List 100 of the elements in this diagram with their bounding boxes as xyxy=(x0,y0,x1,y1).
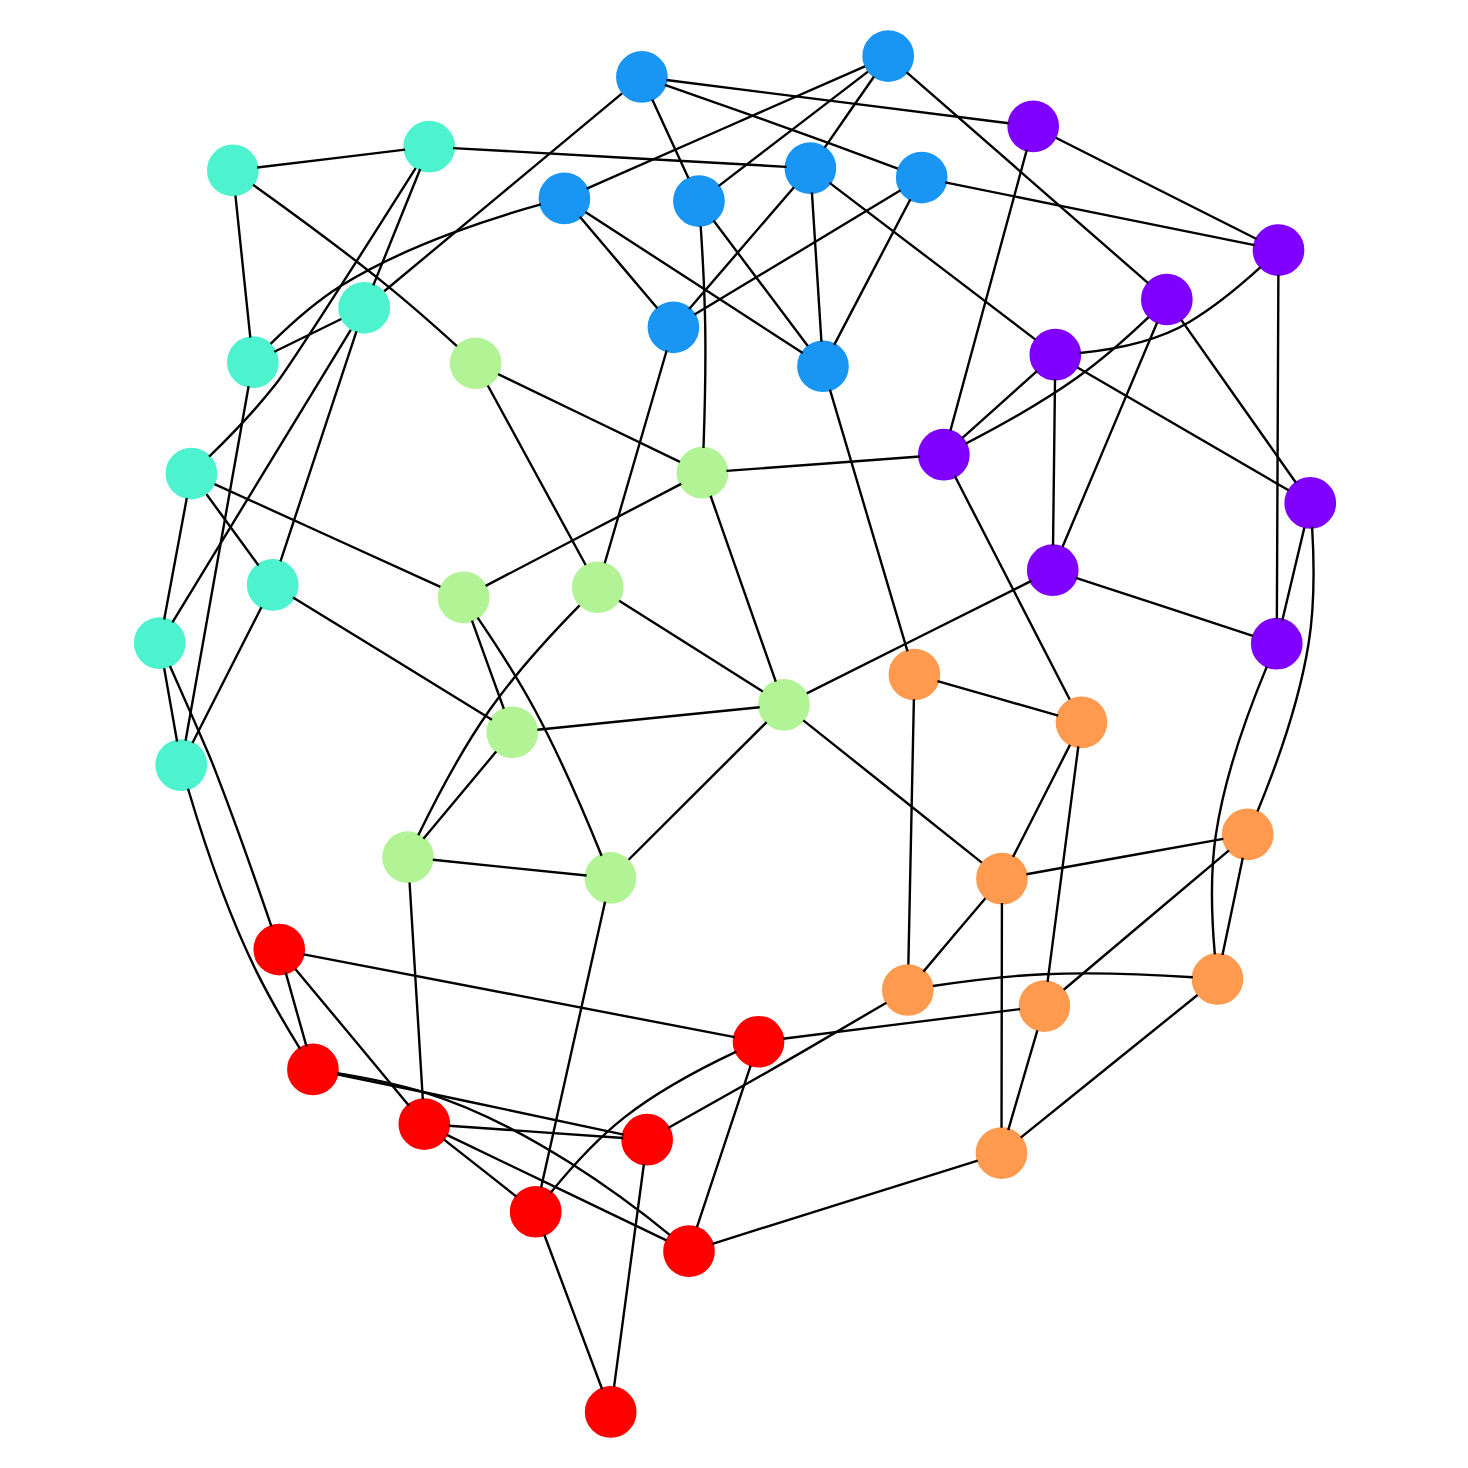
connector xyxy=(421,750,497,840)
node-circle xyxy=(583,852,636,904)
connector xyxy=(170,329,351,623)
node-circle xyxy=(974,1127,1027,1179)
node-circle xyxy=(226,336,278,388)
connector xyxy=(1050,379,1056,546)
connector xyxy=(832,198,911,346)
node-circle xyxy=(1054,696,1107,749)
node-circle xyxy=(508,1185,561,1238)
node-circle xyxy=(1006,100,1059,153)
node-circle xyxy=(154,739,207,791)
connector xyxy=(162,668,178,742)
node-circle xyxy=(1017,980,1070,1032)
connector xyxy=(805,579,1031,695)
connector xyxy=(335,1071,670,1237)
connector xyxy=(416,604,580,836)
connector xyxy=(162,497,187,620)
connector xyxy=(1209,666,1267,955)
connector xyxy=(1075,366,1289,492)
connector xyxy=(469,620,504,710)
connector xyxy=(617,599,763,693)
node-circle xyxy=(894,151,947,204)
connector xyxy=(716,70,868,188)
connector xyxy=(692,189,901,316)
node-circle xyxy=(402,120,455,173)
connector xyxy=(698,226,706,448)
connector xyxy=(943,181,1254,247)
node-circle xyxy=(286,1043,338,1096)
connector xyxy=(255,148,405,169)
connector xyxy=(948,149,1027,432)
connector xyxy=(293,967,409,1107)
node-circle xyxy=(662,1225,714,1278)
node-circle xyxy=(583,1386,636,1438)
connector xyxy=(451,146,786,169)
node-circle xyxy=(620,1113,672,1166)
connector xyxy=(611,1163,645,1387)
connector xyxy=(1274,274,1279,620)
connector xyxy=(1074,576,1253,637)
connector xyxy=(999,903,1003,1128)
node-circle xyxy=(917,428,969,481)
connector xyxy=(167,665,272,928)
connector xyxy=(906,699,915,965)
node-circle xyxy=(381,831,433,883)
connector xyxy=(1010,744,1071,858)
connector xyxy=(687,186,794,310)
connector xyxy=(278,331,357,562)
connector xyxy=(213,483,440,588)
connector xyxy=(781,1007,1020,1040)
node-circle xyxy=(672,175,724,227)
connector xyxy=(548,1050,736,1194)
connector xyxy=(1220,857,1243,956)
connector xyxy=(536,706,759,731)
connector xyxy=(302,953,734,1039)
connector xyxy=(827,389,908,652)
connector xyxy=(251,183,457,347)
node-circle xyxy=(485,706,538,759)
node-circle xyxy=(1251,224,1304,276)
connector xyxy=(952,475,1070,701)
connector xyxy=(445,1133,666,1242)
node-circle xyxy=(448,337,501,390)
node-circle xyxy=(1028,328,1081,381)
connector xyxy=(711,1159,978,1245)
connector xyxy=(963,316,1149,445)
node-circle xyxy=(132,617,185,669)
connector xyxy=(268,203,541,345)
connector xyxy=(827,181,1036,341)
connector xyxy=(496,373,680,463)
connector xyxy=(283,972,307,1047)
connector xyxy=(666,1001,886,1130)
connector xyxy=(538,901,606,1188)
connector xyxy=(583,210,803,355)
connector xyxy=(663,83,898,170)
connector xyxy=(542,1234,603,1390)
connector xyxy=(1054,136,1257,241)
connector xyxy=(272,317,341,353)
connector xyxy=(484,482,681,587)
node-circle xyxy=(975,852,1027,905)
connector xyxy=(650,99,689,179)
connector xyxy=(485,385,586,566)
connector xyxy=(183,386,249,741)
node-circle xyxy=(164,447,217,500)
connector xyxy=(185,788,301,1050)
connector xyxy=(447,1124,623,1140)
node-circle xyxy=(1190,953,1243,1005)
connector xyxy=(335,1073,623,1136)
node-circle xyxy=(796,340,848,393)
connector xyxy=(1179,318,1296,484)
node-circle xyxy=(397,1098,450,1150)
node-circle xyxy=(436,571,489,624)
connector xyxy=(1280,527,1305,621)
connector xyxy=(725,455,919,473)
connector xyxy=(711,219,808,347)
node-circle xyxy=(757,679,809,731)
connector xyxy=(936,680,1058,717)
node-circle xyxy=(205,144,258,197)
node-circle xyxy=(887,648,940,701)
connector xyxy=(694,1065,751,1228)
connector xyxy=(233,195,251,338)
connector xyxy=(665,78,1008,125)
connector xyxy=(442,1138,517,1198)
